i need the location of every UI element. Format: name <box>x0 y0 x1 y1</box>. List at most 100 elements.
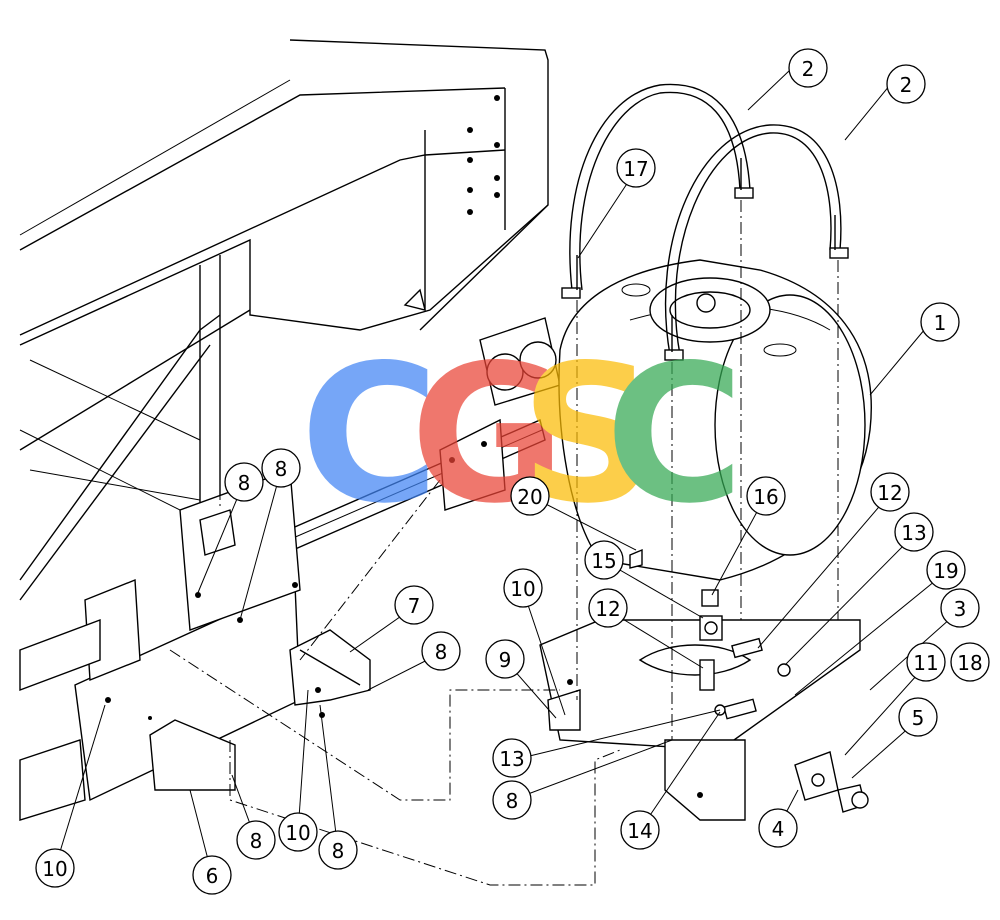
callout-label: 8 <box>332 839 345 863</box>
callout-circle <box>35 848 75 888</box>
callout-label: 12 <box>595 597 620 621</box>
callout-label: 3 <box>954 597 967 621</box>
callout-label: 4 <box>772 817 785 841</box>
callout-circle <box>940 588 980 628</box>
callout-balloon: 10 <box>278 812 318 852</box>
callout-balloon: 1 <box>920 302 960 342</box>
callout-circle <box>906 642 946 682</box>
callout-circle <box>620 810 660 850</box>
callout-circle <box>421 631 461 671</box>
callout-label: 2 <box>802 57 815 81</box>
callout-label: 7 <box>408 594 421 618</box>
callout-label: 5 <box>912 706 925 730</box>
callout-label: 13 <box>901 521 926 545</box>
callout-circle <box>485 639 525 679</box>
callout-balloon: 12 <box>870 472 910 512</box>
leader-lines <box>54 69 961 876</box>
callout-circle <box>492 738 532 778</box>
tank-straps <box>561 83 849 361</box>
callout-label: 8 <box>238 471 251 495</box>
hose-bracket <box>289 629 371 718</box>
callout-circle <box>870 472 910 512</box>
callout-balloon: 20 <box>510 476 550 516</box>
callout-label: 11 <box>913 651 938 675</box>
callout-circle <box>788 48 828 88</box>
callout-circle <box>588 588 628 628</box>
callout-balloon: 11 <box>906 642 946 682</box>
callout-label: 8 <box>250 829 263 853</box>
cgsc-watermark: C G S C <box>300 324 744 545</box>
callout-label: 8 <box>506 789 519 813</box>
callout-circle <box>746 476 786 516</box>
callout-balloon: 4 <box>758 808 798 848</box>
callout-label: 15 <box>591 549 616 573</box>
callout-balloon: 2 <box>886 64 926 104</box>
callout-label: 10 <box>285 821 310 845</box>
callout-balloon: 6 <box>192 855 232 895</box>
callout-balloon: 10 <box>503 568 543 608</box>
callout-circle <box>318 830 358 870</box>
callout-label: 8 <box>275 457 288 481</box>
callout-circle <box>224 462 264 502</box>
watermark-letter: C <box>300 324 439 545</box>
callout-circle <box>920 302 960 342</box>
callout-balloon: 7 <box>394 585 434 625</box>
callout-balloon: 18 <box>950 642 990 682</box>
callout-circle <box>898 697 938 737</box>
callout-balloon: 19 <box>926 550 966 590</box>
callout-circle <box>394 585 434 625</box>
callout-label: 19 <box>933 559 958 583</box>
callout-balloon: 8 <box>224 462 264 502</box>
side-rail <box>264 317 561 561</box>
bracket-plate <box>148 716 236 791</box>
callout-circle <box>894 512 934 552</box>
callout-balloon: 8 <box>236 820 276 860</box>
trailer-frame <box>19 39 549 601</box>
callout-balloon: 8 <box>492 780 532 820</box>
callout-balloon: 15 <box>584 540 624 580</box>
callout-label: 2 <box>900 73 913 97</box>
callout-balloon: 14 <box>620 810 660 850</box>
callout-label: 10 <box>510 577 535 601</box>
callout-circle <box>950 642 990 682</box>
callout-label: 20 <box>517 485 542 509</box>
callout-label: 13 <box>499 747 524 771</box>
callout-balloon: 5 <box>898 697 938 737</box>
callout-circle <box>278 812 318 852</box>
callout-balloon: 9 <box>485 639 525 679</box>
callout-circle <box>886 64 926 104</box>
callout-label: 6 <box>206 864 219 888</box>
callout-label: 18 <box>957 651 982 675</box>
callout-balloon: 2 <box>788 48 828 88</box>
callout-circle <box>584 540 624 580</box>
callout-circle <box>492 780 532 820</box>
callout-label: 1 <box>934 311 947 335</box>
callout-label: 16 <box>753 485 778 509</box>
callout-circle <box>616 148 656 188</box>
callout-label: 17 <box>623 157 648 181</box>
plumbing-fittings <box>629 548 869 813</box>
callout-circle <box>236 820 276 860</box>
callout-balloon: 17 <box>616 148 656 188</box>
callout-label: 10 <box>42 857 67 881</box>
callout-balloon: 10 <box>35 848 75 888</box>
callout-balloon: 8 <box>421 631 461 671</box>
callout-balloon: 3 <box>940 588 980 628</box>
callout-balloon: 13 <box>894 512 934 552</box>
watermark-letter: C <box>605 324 744 545</box>
assembly-lines <box>169 200 839 886</box>
callout-balloon: 12 <box>588 588 628 628</box>
callout-circle <box>192 855 232 895</box>
callout-balloon: 8 <box>261 448 301 488</box>
callout-label: 8 <box>435 640 448 664</box>
callout-circle <box>510 476 550 516</box>
callout-label: 9 <box>499 648 512 672</box>
callout-circle <box>503 568 543 608</box>
callout-circle <box>926 550 966 590</box>
callout-label: 12 <box>877 481 902 505</box>
callout-circle <box>758 808 798 848</box>
callout-balloon: 16 <box>746 476 786 516</box>
callout-balloon: 8 <box>318 830 358 870</box>
